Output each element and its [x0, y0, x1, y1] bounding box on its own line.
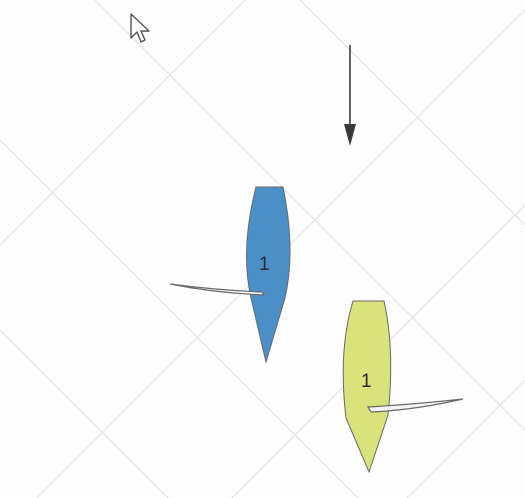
boat-number: 1 [361, 371, 372, 392]
boat-blue: 1 [170, 187, 290, 362]
grid-line [0, 0, 245, 245]
mouse-pointer-icon [131, 14, 149, 42]
boat-number: 1 [259, 254, 270, 275]
grid-line [95, 0, 525, 430]
grid-line [407, 380, 525, 498]
grid-line [0, 330, 168, 498]
down-arrow-icon [344, 45, 356, 146]
grid-line [0, 140, 358, 498]
grid-line [300, 0, 525, 225]
